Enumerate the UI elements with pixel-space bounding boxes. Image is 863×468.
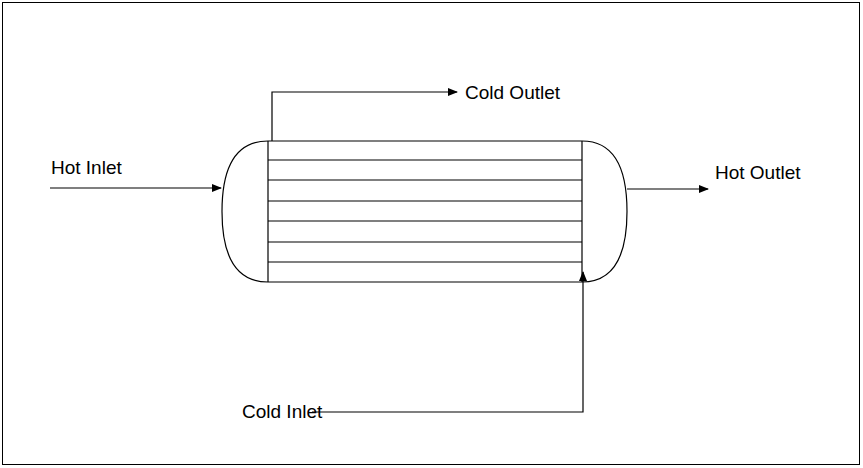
tube: [268, 200, 582, 201]
cold-inlet-arrow: [312, 272, 583, 412]
hot-inlet-arrow: [50, 187, 221, 188]
hot-outlet-arrow: [627, 188, 708, 189]
tube: [268, 159, 582, 160]
tube: [268, 261, 582, 262]
stream-label: Hot Outlet: [715, 163, 801, 182]
tube: [268, 179, 582, 180]
cold-outlet-arrow: [272, 92, 457, 141]
tube: [268, 241, 582, 242]
tube-sheet: [267, 141, 268, 282]
stream-label: Cold Inlet: [242, 402, 322, 421]
frame: [3, 3, 860, 465]
stream-label: Hot Inlet: [51, 158, 122, 177]
stream-label: Cold Outlet: [465, 83, 560, 102]
tubes: [268, 160, 582, 262]
tube-sheet: [581, 141, 582, 282]
tube: [268, 220, 582, 221]
shell: [222, 141, 627, 282]
